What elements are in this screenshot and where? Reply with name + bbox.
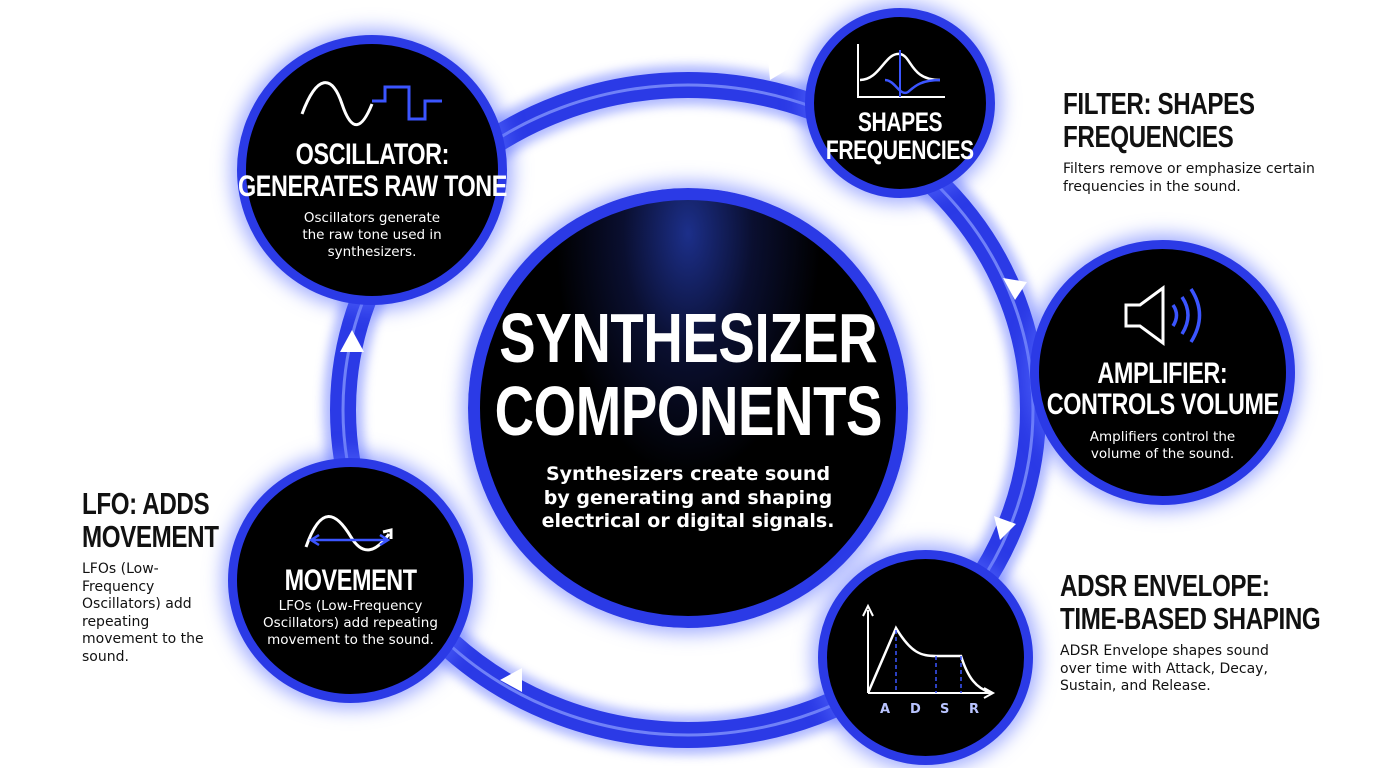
lfo-circle-description: LFOs (Low-Frequency Oscillators) add rep…	[263, 598, 438, 649]
oscillator-description: Oscillators generate the raw tone used i…	[302, 210, 442, 260]
filter-circle: SHAPES FREQUENCIES	[805, 8, 995, 198]
amplifier-title-line2: CONTROLS VOLUME	[1046, 388, 1279, 422]
adsr-title-line1: ADSR ENVELOPE:	[1060, 568, 1270, 603]
lfo-circle: MOVEMENT LFOs (Low-Frequency Oscillators…	[228, 458, 473, 703]
oscillator-title-line1: OSCILLATOR:	[295, 138, 449, 172]
arrow-icon	[500, 668, 522, 692]
adsr-label-d: D	[910, 702, 921, 717]
amplifier-title-line1: AMPLIFIER:	[1097, 356, 1228, 390]
adsr-side-label: ADSR ENVELOPE: TIME-BASED SHAPING ADSR E…	[1060, 568, 1321, 696]
center-title-line2: COMPONENTS	[494, 372, 882, 451]
arrow-icon	[768, 58, 790, 80]
filter-title-line2: FREQUENCIES	[1063, 118, 1234, 154]
center-circle: SYNTHESIZER COMPONENTS Synthesizers crea…	[468, 188, 908, 628]
lfo-title-line2: MOVEMENT	[82, 518, 219, 554]
amplifier-description: Amplifiers control the volume of the sou…	[1089, 428, 1236, 462]
center-description: Synthesizers create sound by generating …	[541, 462, 835, 533]
oscillator-title-line2: GENERATES RAW TONE	[237, 169, 507, 203]
filter-side-label: FILTER: SHAPES FREQUENCIES Filters remov…	[1063, 86, 1333, 196]
filter-circle-line2: FREQUENCIES	[826, 135, 974, 165]
lfo-wave-icon	[304, 514, 392, 552]
lfo-description: LFOs (Low-Frequency Oscillators) add rep…	[82, 561, 204, 665]
filter-circle-line1: SHAPES	[857, 106, 943, 137]
arrow-icon	[1003, 278, 1027, 300]
oscillator-circle: OSCILLATOR: GENERATES RAW TONE Oscillato…	[237, 35, 507, 305]
lfo-circle-title: MOVEMENT	[284, 563, 417, 597]
amplifier-circle: AMPLIFIER: CONTROLS VOLUME Amplifiers co…	[1030, 240, 1295, 505]
adsr-label-s: S	[940, 702, 949, 717]
arrow-icon	[994, 516, 1016, 540]
adsr-title-line2: TIME-BASED SHAPING	[1060, 600, 1321, 636]
adsr-label-a: A	[880, 702, 890, 717]
filter-description: Filters remove or emphasize certain freq…	[1063, 161, 1315, 195]
lfo-side-label: LFO: ADDS MOVEMENT LFOs (Low-Frequency O…	[82, 486, 222, 666]
adsr-label-r: R	[969, 702, 979, 717]
sine-square-wave-icon	[300, 81, 442, 127]
arrow-icon	[340, 330, 364, 352]
lfo-title-line1: LFO: ADDS	[82, 486, 210, 521]
speaker-icon	[1124, 284, 1201, 346]
adsr-description: ADSR Envelope shapes sound over time wit…	[1060, 643, 1269, 695]
filter-curve-icon	[857, 43, 945, 98]
center-title-line1: SYNTHESIZER	[499, 298, 877, 377]
filter-title-line1: FILTER: SHAPES	[1063, 86, 1255, 121]
